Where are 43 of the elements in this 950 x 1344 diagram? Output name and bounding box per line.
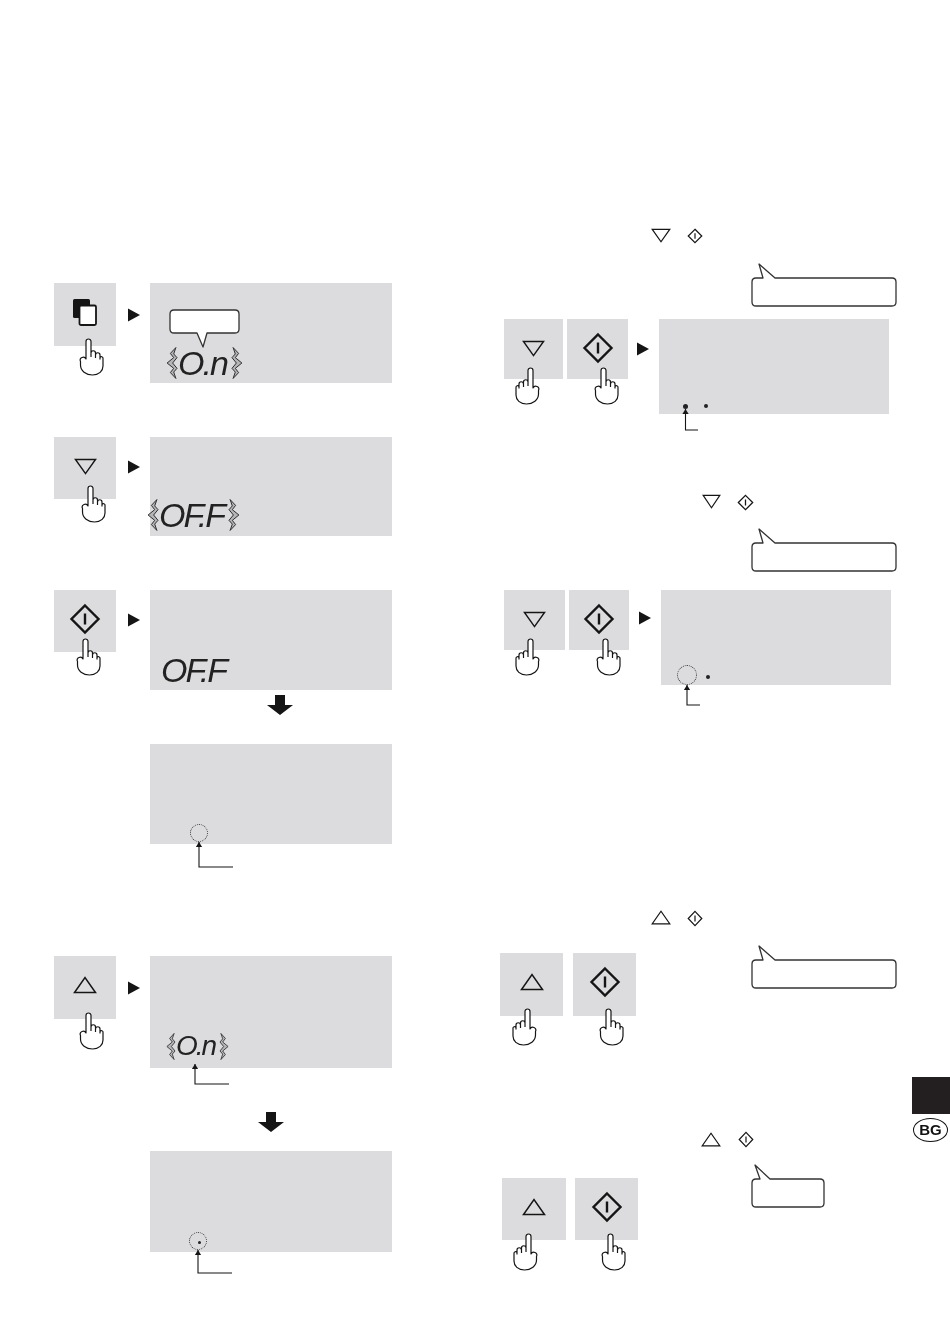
display-panel (150, 1151, 392, 1252)
key-panel (573, 953, 636, 1016)
flow-arrow (128, 613, 140, 627)
display-readout: OF.F (159, 498, 228, 532)
flow-arrow (639, 611, 651, 625)
key-panel (500, 953, 563, 1016)
key-panel (504, 590, 565, 650)
flow-arrow (128, 981, 140, 995)
display-readout: OF.F (161, 653, 230, 687)
leader-line (194, 1249, 233, 1274)
display-panel (659, 319, 889, 414)
key-panel (502, 1178, 566, 1240)
display-panel (150, 283, 392, 383)
block-arrow (258, 1112, 284, 1132)
key-panel (54, 283, 116, 346)
speech-bubble (751, 1164, 825, 1208)
key-panel (569, 590, 629, 650)
speech-bubble (751, 528, 897, 572)
display-panel (150, 956, 392, 1068)
speech-bubble (751, 945, 897, 989)
leader-line (191, 1063, 230, 1085)
speech-bubble (751, 263, 897, 307)
flow-arrow (128, 460, 140, 474)
block-arrow (267, 695, 293, 715)
leader-line (683, 684, 701, 706)
speech-bubble (169, 309, 240, 348)
flow-arrow (637, 342, 649, 356)
display-panel (661, 590, 891, 685)
key-panel (54, 437, 116, 499)
display-readout: O.n (178, 346, 229, 380)
flow-arrow (128, 308, 140, 322)
display-panel (150, 590, 392, 690)
key-panel (54, 956, 116, 1019)
leader-line (195, 841, 234, 868)
display-readout: O.n (176, 1032, 217, 1060)
key-panel (575, 1178, 638, 1240)
key-panel (504, 319, 563, 379)
indicator-dot (683, 404, 688, 409)
display-panel (150, 744, 392, 844)
leader-line (682, 408, 699, 431)
key-panel (54, 590, 116, 652)
key-panel (567, 319, 628, 379)
display-panel (150, 437, 392, 536)
